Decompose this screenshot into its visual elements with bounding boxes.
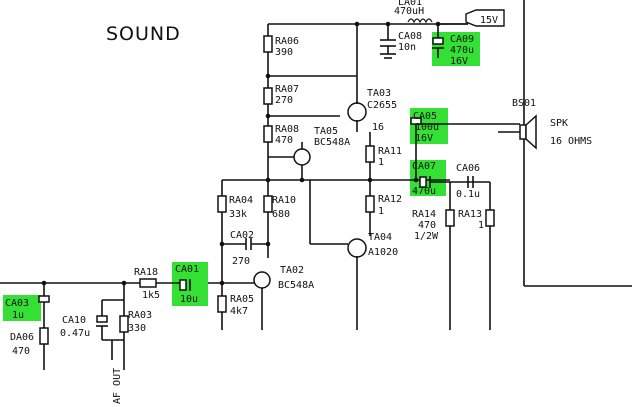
ra04-label: RA04	[229, 195, 253, 206]
ca07-label: CA07	[412, 161, 436, 172]
ta03-label: TA03	[367, 88, 391, 99]
ra06-label: RA06	[275, 36, 299, 47]
ta04-label: TA04	[368, 232, 392, 243]
ca05-label: CA05	[413, 111, 437, 122]
ca09-voltage: 16V	[450, 56, 468, 67]
ta05-label: TA05	[314, 126, 338, 137]
ra07-label: RA07	[275, 84, 299, 95]
ca10-capacitor	[96, 315, 108, 323]
ra07-resistor	[263, 87, 273, 105]
ra03-label: RA03	[128, 310, 152, 321]
supply-15v-flag	[465, 9, 505, 27]
ca09-label: CA09	[450, 34, 474, 45]
la01-value: 470uH	[394, 6, 424, 17]
ca03-value: 1u	[12, 310, 24, 321]
ta03-extra: 16	[372, 122, 384, 133]
ra13-value: 1	[478, 220, 484, 231]
bs01-label: BS01	[512, 98, 536, 109]
ca09-value: 470u	[450, 45, 474, 56]
ca05-capacitor	[410, 117, 422, 125]
ca08-value: 10n	[398, 42, 416, 53]
ra06-value: 390	[275, 47, 293, 58]
ra08-value: 470	[275, 135, 293, 146]
la01-label: LA01	[398, 0, 422, 8]
ta04-transistor	[347, 238, 367, 258]
ta04-part: A1020	[368, 247, 398, 258]
ra13-label: RA13	[458, 209, 482, 220]
schematic-title: SOUND	[106, 23, 181, 45]
ca06-value: 0.1u	[456, 189, 480, 200]
ra13-resistor	[485, 209, 495, 227]
ta02-label: TA02	[280, 265, 304, 276]
ta05-transistor	[293, 148, 311, 166]
ta02-part: BC548A	[278, 280, 314, 291]
ra05-label: RA05	[230, 294, 254, 305]
ra11-label: RA11	[378, 146, 402, 157]
ca05-voltage: 16V	[415, 133, 433, 144]
ra18-value: 1k5	[142, 290, 160, 301]
ra14-resistor	[445, 209, 455, 227]
ra03-resistor	[119, 315, 129, 333]
ra05-value: 4k7	[230, 306, 248, 317]
ca03-highlight	[3, 295, 41, 321]
ra12-label: RA12	[378, 194, 402, 205]
ra08-resistor	[263, 125, 273, 143]
ra10-value: 680	[272, 209, 290, 220]
ca07-capacitor	[419, 176, 427, 188]
ta03-transistor	[347, 102, 367, 122]
ra11-value: 1	[378, 157, 384, 168]
ca08-label: CA08	[398, 31, 422, 42]
speaker-cone-icon	[525, 114, 537, 150]
ra18-label: RA18	[134, 267, 158, 278]
ca03-capacitor	[38, 295, 50, 303]
ca01-value: 10u	[180, 294, 198, 305]
spk-value: 16 OHMS	[550, 136, 592, 147]
ta03-part: C2655	[367, 100, 397, 111]
ra10-label: RA10	[272, 195, 296, 206]
ra12-value: 1	[378, 206, 384, 217]
da06-value: 470	[12, 346, 30, 357]
ca02-label: CA02	[230, 230, 254, 241]
ra18-resistor	[139, 278, 157, 288]
da06-label: DA06	[10, 332, 34, 343]
ra04-resistor	[217, 195, 227, 213]
ca01-capacitor	[179, 279, 187, 291]
af-out-label: AF OUT	[112, 368, 123, 404]
junction-dot	[265, 241, 271, 247]
ra03-value: 330	[128, 323, 146, 334]
ra06-resistor	[263, 35, 273, 53]
ca06-label: CA06	[456, 163, 480, 174]
ta02-transistor	[253, 271, 271, 289]
ra04-value: 33k	[229, 209, 247, 220]
ra11-resistor	[365, 145, 375, 163]
ca01-label: CA01	[175, 264, 199, 275]
ta05-part: BC548A	[314, 137, 350, 148]
ca07-value: 470u	[412, 186, 436, 197]
supply-label: 15V	[480, 15, 498, 26]
la01-inductor	[407, 18, 433, 24]
ca10-label: CA10	[62, 315, 86, 326]
ca05-value: 100u	[415, 122, 439, 133]
ra14-power: 1/2W	[414, 231, 439, 242]
ca10-value: 0.47u	[60, 328, 90, 339]
ra07-value: 270	[275, 95, 293, 106]
ca02-value: 270	[232, 256, 250, 267]
ra14-label: RA14	[412, 209, 436, 220]
speaker-body	[519, 124, 527, 140]
junction-dot	[299, 177, 305, 183]
da06-resistor	[39, 327, 49, 345]
spk-label: SPK	[550, 118, 568, 129]
ra08-label: RA08	[275, 124, 299, 135]
ca03-label: CA03	[5, 298, 29, 309]
ra12-resistor	[365, 195, 375, 213]
ra14-value: 470	[418, 220, 436, 231]
ca09-capacitor	[432, 37, 444, 45]
ra10-resistor	[263, 195, 273, 213]
ra05-resistor	[217, 295, 227, 313]
